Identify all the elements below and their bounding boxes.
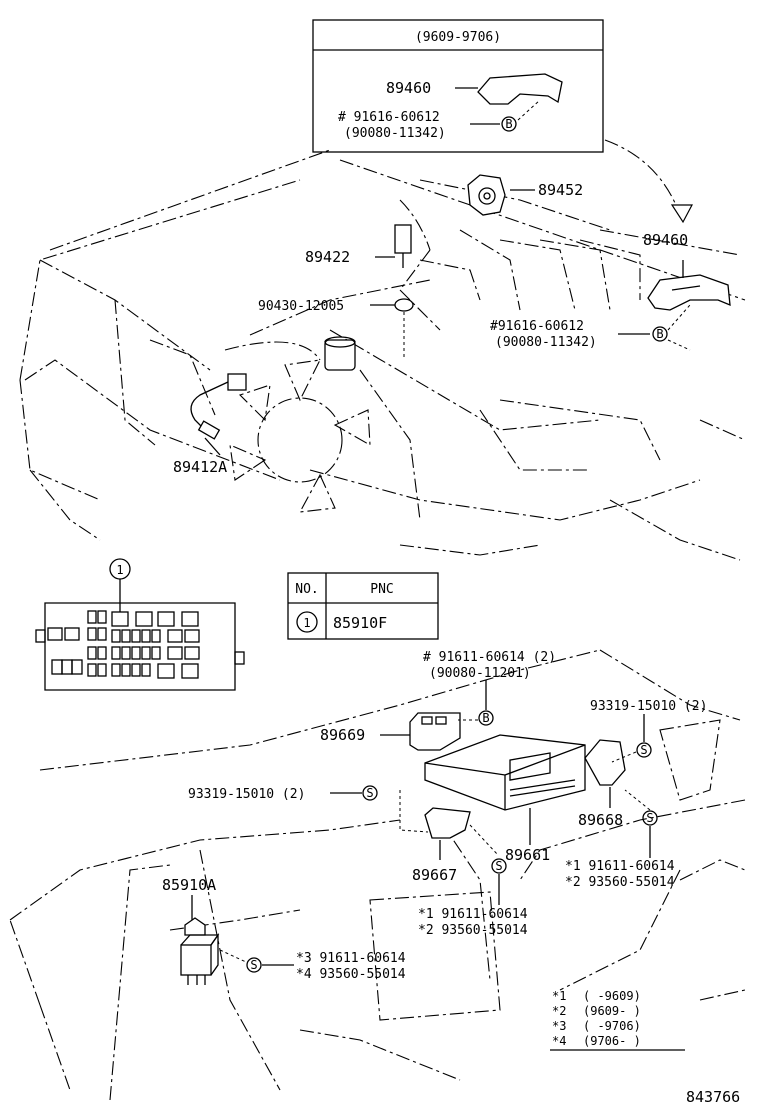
inset-arrow-line bbox=[604, 139, 681, 216]
label-90080-mid: (90080-11342) bbox=[495, 335, 597, 350]
screw-star-center: S *1 91611-60614 *2 93560-55014 bbox=[418, 858, 528, 938]
legend-key-2: *2 bbox=[552, 1004, 566, 1018]
pnc-row-pnc: 85910F bbox=[333, 614, 387, 632]
marker-s-star-left-text: S bbox=[250, 958, 257, 972]
engine-compartment-outline bbox=[19, 149, 746, 561]
label-89668: 89668 bbox=[578, 811, 623, 829]
ecu-89661: 89661 bbox=[424, 734, 586, 864]
gasket-90430: 90430-12005 bbox=[258, 298, 414, 360]
label-89422: 89422 bbox=[305, 248, 350, 266]
legend-range-2: (9609- ) bbox=[583, 1004, 641, 1018]
label-star1-right: *1 91611-60614 bbox=[565, 859, 675, 874]
marker-b-inset bbox=[501, 116, 517, 132]
label-star1-center: *1 91611-60614 bbox=[418, 907, 528, 922]
marker-s-right bbox=[636, 742, 652, 758]
label-89661: 89661 bbox=[505, 846, 550, 864]
label-91616-top: # 91616-60612 bbox=[338, 110, 440, 125]
engine-cylinder bbox=[324, 336, 356, 371]
label-89667: 89667 bbox=[412, 866, 457, 884]
marker-b-ecu-text: B bbox=[482, 711, 489, 725]
legend-range-1: ( -9609) bbox=[583, 989, 641, 1003]
marker-1-fuse-text: 1 bbox=[116, 563, 123, 577]
screw-93319-left: 93319-15010 (2) S bbox=[188, 785, 378, 802]
throttle-sensor-89452: 89452 bbox=[467, 174, 583, 216]
relay-85910a: 85910A bbox=[162, 876, 247, 985]
marker-s-center-text: S bbox=[495, 859, 502, 873]
pnc-row-no: 1 bbox=[303, 616, 310, 630]
marker-s-star-right bbox=[642, 810, 658, 826]
screw-91611-top: # 91611-60614 (2) (90080-11201) B bbox=[423, 650, 556, 726]
pnc-header-no: NO. bbox=[295, 582, 318, 597]
label-90430: 90430-12005 bbox=[258, 299, 344, 314]
oxygen-sensor-89412a: 89412A bbox=[173, 373, 247, 476]
legend-key-4: *4 bbox=[552, 1034, 566, 1048]
legend-range-3: ( -9706) bbox=[583, 1019, 641, 1033]
marker-b-mid bbox=[652, 326, 668, 342]
pnc-table: NO. PNC 1 85910F bbox=[287, 572, 439, 640]
label-93319-right: 93319-15010 (2) bbox=[590, 699, 707, 714]
bracket-89460-inset-shape bbox=[477, 73, 563, 105]
label-91616-mid: #91616-60612 bbox=[490, 319, 584, 334]
marker-s-star-right-text: S bbox=[646, 811, 653, 825]
bracket-89667: 89667 bbox=[399, 790, 499, 884]
screw-star-right: S *1 91611-60614 *2 93560-55014 bbox=[565, 789, 675, 890]
legend-key-3: *3 bbox=[552, 1019, 566, 1033]
bracket-89460-engine: 89460 bbox=[643, 231, 731, 311]
label-star4-left: *4 93560-55014 bbox=[296, 967, 406, 982]
marker-s-center bbox=[491, 858, 507, 874]
marker-1-fuse bbox=[109, 558, 131, 580]
radiator-fan-icon bbox=[229, 359, 371, 513]
marker-b-mid-text: B bbox=[656, 327, 663, 341]
label-90080-11201: (90080-11201) bbox=[429, 666, 531, 681]
label-star3-left: *3 91611-60614 bbox=[296, 951, 406, 966]
screw-91616-mid: #91616-60612 (90080-11342) B bbox=[490, 304, 691, 351]
fuse-box: 1 bbox=[35, 558, 245, 691]
label-89460-mid: 89460 bbox=[643, 231, 688, 249]
diagram-id: 843766 bbox=[686, 1088, 740, 1106]
marker-b-inset-text: B bbox=[505, 117, 512, 131]
marker-s-right-text: S bbox=[640, 743, 647, 757]
label-91611-top: # 91611-60614 (2) bbox=[423, 650, 556, 665]
legend-range-4: (9706- ) bbox=[583, 1034, 641, 1048]
label-93319-left: 93319-15010 (2) bbox=[188, 787, 305, 802]
label-star2-right: *2 93560-55014 bbox=[565, 875, 675, 890]
sensor-89422: 89422 bbox=[305, 224, 412, 268]
label-star2-center: *2 93560-55014 bbox=[418, 923, 528, 938]
bracket-89668: 89668 bbox=[578, 739, 626, 829]
label-85910a: 85910A bbox=[162, 876, 216, 894]
label-89460-top: 89460 bbox=[386, 79, 431, 97]
label-89452: 89452 bbox=[538, 181, 583, 199]
label-89412a: 89412A bbox=[173, 458, 227, 476]
legend: *1 ( -9609) *2 (9609- ) *3 ( -9706) *4 (… bbox=[550, 989, 685, 1051]
marker-s-star-left bbox=[246, 957, 262, 973]
inset-box: (9609-9706) 89460 # 91616-60612 (90080-1… bbox=[312, 19, 604, 153]
label-89669: 89669 bbox=[320, 726, 365, 744]
bracket-89669: 89669 bbox=[320, 712, 461, 751]
screw-star-left: S *3 91611-60614 *4 93560-55014 bbox=[246, 951, 406, 982]
legend-key-1: *1 bbox=[552, 989, 566, 1003]
pnc-row-circle bbox=[296, 611, 318, 633]
screw-93319-right: 93319-15010 (2) S bbox=[590, 699, 707, 763]
marker-b-ecu bbox=[478, 710, 494, 726]
pnc-header-pnc: PNC bbox=[370, 582, 393, 597]
inset-date-range: (9609-9706) bbox=[415, 30, 501, 45]
arrow-head-icon bbox=[670, 204, 693, 224]
dashboard-outline bbox=[9, 649, 746, 1101]
marker-s-left-text: S bbox=[366, 786, 373, 800]
marker-s-left bbox=[362, 785, 378, 801]
label-90080-top: (90080-11342) bbox=[344, 126, 446, 141]
